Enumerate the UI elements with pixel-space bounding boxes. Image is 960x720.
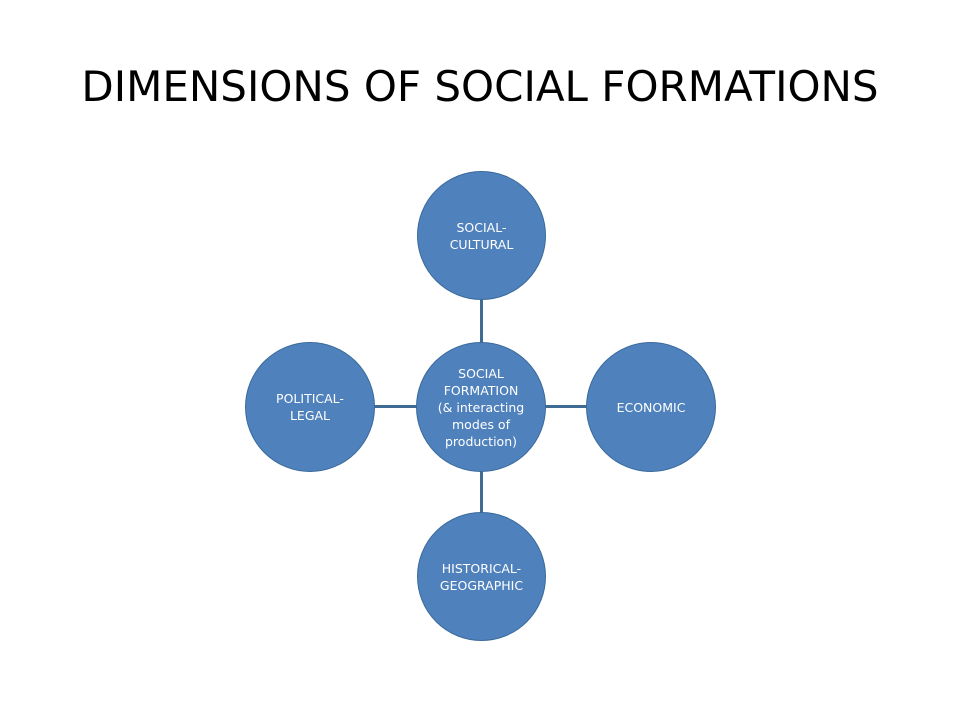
node-social-formation: SOCIAL FORMATION (& interacting modes of… bbox=[416, 342, 546, 472]
node-social-cultural: SOCIAL- CULTURAL bbox=[417, 171, 546, 300]
node-economic-label: ECONOMIC bbox=[616, 399, 686, 415]
node-historical-geographic: HISTORICAL- GEOGRAPHIC bbox=[417, 512, 546, 641]
node-social-formation-label: SOCIAL FORMATION (& interacting modes of… bbox=[437, 365, 525, 449]
node-economic: ECONOMIC bbox=[586, 342, 716, 472]
connector-right bbox=[545, 405, 587, 408]
connector-top bbox=[480, 299, 483, 343]
node-political-legal-label: POLITICAL- LEGAL bbox=[276, 391, 344, 423]
slide-title: DIMENSIONS OF SOCIAL FORMATIONS bbox=[81, 62, 879, 111]
node-political-legal: POLITICAL- LEGAL bbox=[245, 342, 375, 472]
connector-bottom bbox=[480, 471, 483, 513]
node-historical-geographic-label: HISTORICAL- GEOGRAPHIC bbox=[439, 560, 524, 593]
node-social-cultural-label: SOCIAL- CULTURAL bbox=[449, 219, 514, 252]
connector-left bbox=[374, 405, 417, 408]
